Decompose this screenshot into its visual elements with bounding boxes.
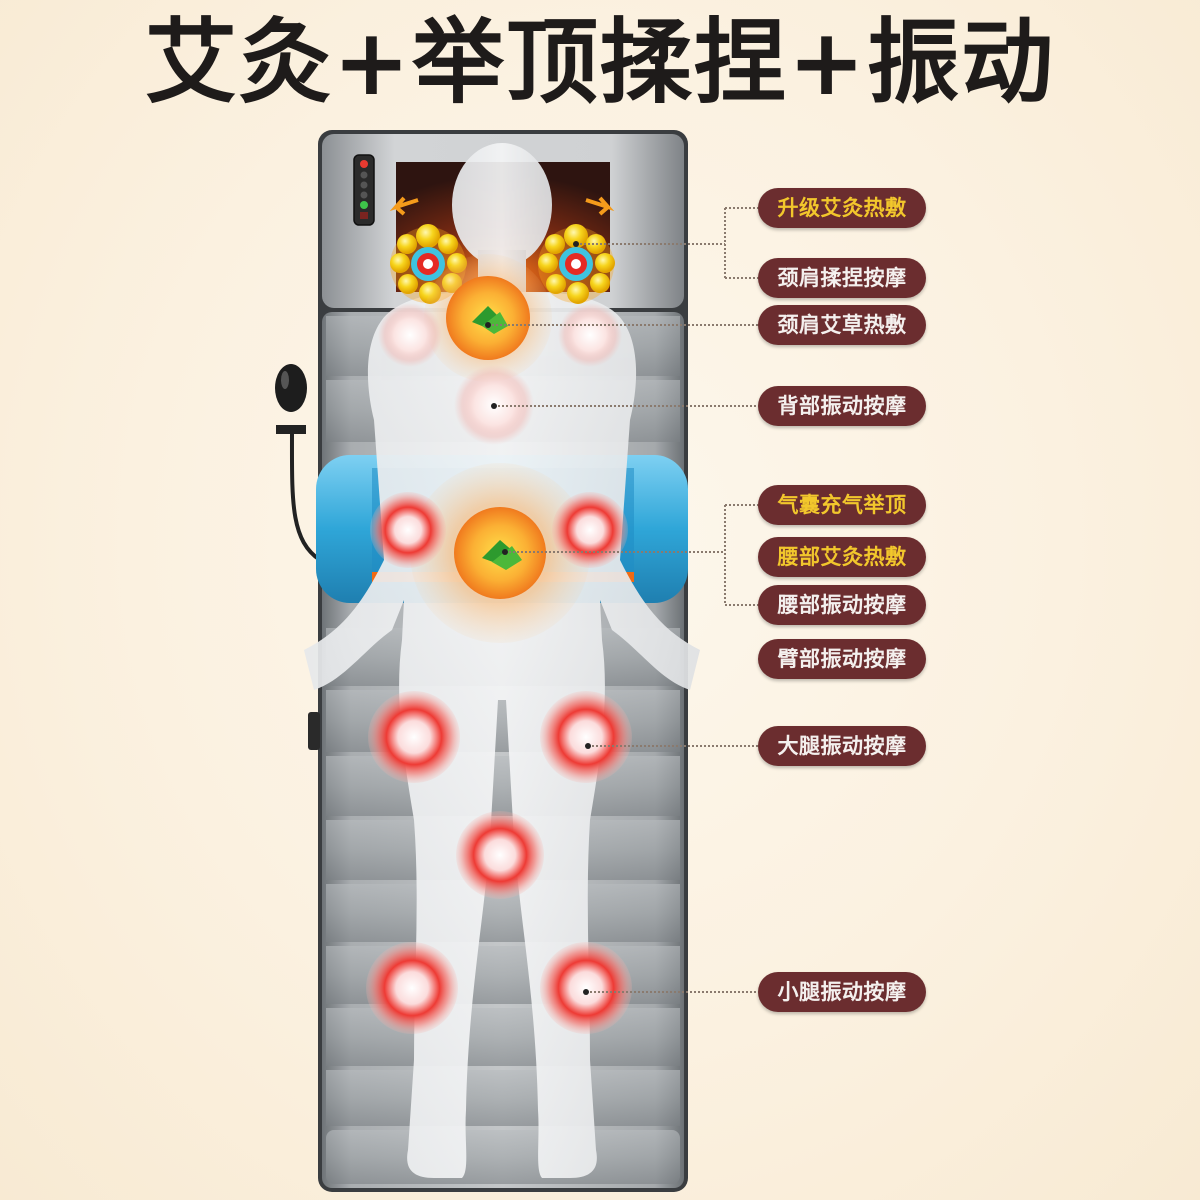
headline: 艾灸+举顶揉捏+振动 (144, 9, 1056, 116)
mat-side-clip (308, 712, 320, 750)
neck-kneading-right (538, 196, 615, 304)
timer-button[interactable] (360, 212, 368, 219)
feature-label-airbag-lift: 气囊充气举顶 (758, 485, 926, 525)
air-pump-bulb[interactable] (275, 364, 322, 562)
knee-vibration-node (456, 811, 544, 899)
shoulder-vibration-right (558, 303, 622, 367)
shoulder-vibration-left (378, 303, 442, 367)
power-button[interactable] (360, 160, 368, 168)
feature-label-neck-kneading: 颈肩揉捏按摩 (758, 258, 926, 298)
lumbar-moxa-pad (410, 463, 590, 643)
lumbar-vibration-left (370, 492, 446, 568)
feature-label-hip-vibration: 臂部振动按摩 (758, 639, 926, 679)
thigh-vibration-right (540, 691, 632, 783)
thigh-vibration-left (368, 691, 460, 783)
feature-label-calf-vibration: 小腿振动按摩 (758, 972, 926, 1012)
heat-button[interactable] (360, 191, 368, 199)
feature-label-upgraded-moxa: 升级艾灸热敷 (758, 188, 926, 228)
remote-controller[interactable] (353, 154, 375, 226)
mode-button[interactable] (360, 171, 368, 179)
neck-moxa-pad (424, 254, 552, 382)
feature-label-lumbar-vibration: 腰部振动按摩 (758, 585, 926, 625)
callout-lines (488, 207, 758, 993)
callout-anchor-dots (485, 241, 591, 995)
feature-label-back-vibration: 背部振动按摩 (758, 386, 926, 426)
calf-vibration-right (540, 942, 632, 1034)
calf-vibration-left (366, 942, 458, 1034)
feature-label-thigh-vibration: 大腿振动按摩 (758, 726, 926, 766)
intensity-button[interactable] (360, 181, 368, 189)
start-button[interactable] (360, 201, 368, 209)
feature-label-neck-herbal-heat: 颈肩艾草热敷 (758, 305, 926, 345)
feature-label-lumbar-moxa: 腰部艾灸热敷 (758, 537, 926, 577)
lumbar-vibration-right (552, 492, 628, 568)
